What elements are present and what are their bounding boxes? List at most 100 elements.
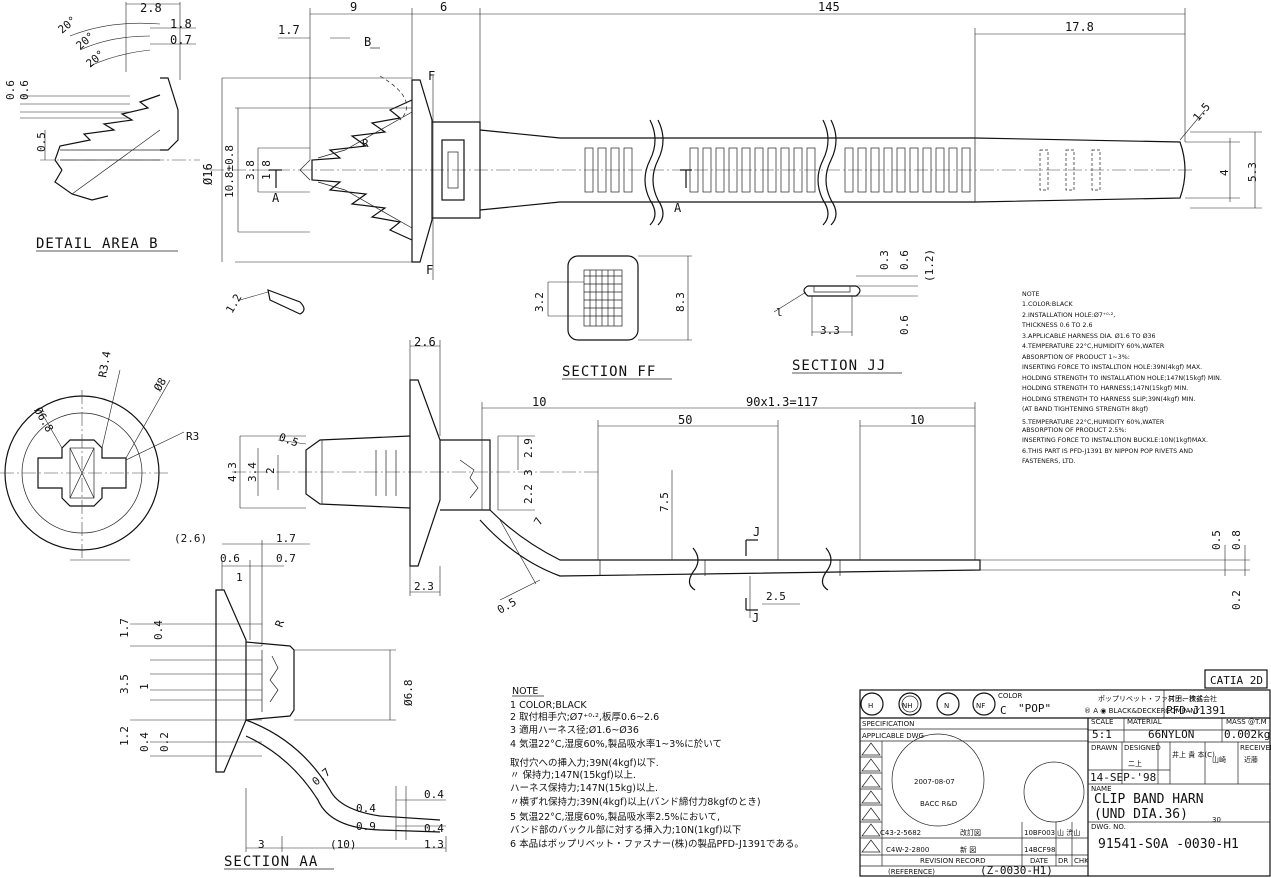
- main-view-top: A A F F B 9 6 145 17.8 1.7 Ø16 10.8±0.8 …: [201, 0, 1262, 280]
- designer: 二上: [1128, 759, 1142, 768]
- part-name-2: (UND DIA.36): [1094, 807, 1188, 822]
- note-en-line-12: ABSORPTION OF PRODUCT 2.5%:: [1022, 427, 1127, 434]
- jj-dim-0-6: 0.6: [898, 250, 911, 270]
- note-english: NOTE 1.COLOR:BLACK 2.INSTALLATION HOLE:Ø…: [1021, 291, 1222, 465]
- jj-dim-0-3: 0.3: [878, 250, 891, 270]
- detail-angle-3: 20°: [84, 48, 108, 71]
- sym-nh: NH: [902, 702, 913, 710]
- note-jp-line-5: 〃 保持力;147N(15kgf)以上.: [510, 769, 636, 781]
- ff-dim-8-3: 8.3: [674, 292, 687, 312]
- dim-145: 145: [818, 0, 840, 14]
- round-dim-r3: R3: [186, 430, 199, 443]
- note-en-line-3: 3.APPLICABLE HARNESS DIA. Ø1.6 TO Ø36: [1022, 332, 1156, 340]
- material-label: MATERIAL: [1127, 718, 1162, 726]
- stamp-sig: BACC R&D: [920, 800, 957, 808]
- section-jj-title: SECTION JJ: [792, 358, 886, 374]
- dim-9: 9: [350, 0, 357, 14]
- aa-dim-1-2: 1.2: [118, 726, 131, 746]
- mass-label: MASS @T.M: [1226, 718, 1267, 726]
- checker: 山崎: [1212, 755, 1226, 764]
- receiver: 近藤: [1244, 755, 1258, 764]
- color-label: COLOR: [998, 692, 1023, 700]
- part-name-1: CLIP BAND HARN: [1094, 792, 1204, 807]
- side-dim-2-9: 2.9: [522, 438, 535, 458]
- chk-label: CHK: [1074, 857, 1089, 865]
- side-dim-0-5b: 0.5: [495, 595, 519, 616]
- note-en-line-1: 2.INSTALLATION HOLE:Ø7⁺⁰·²,: [1022, 311, 1115, 319]
- note-jp-title: NOTE: [512, 686, 538, 697]
- rev2-no: C4W-2-2800: [886, 846, 929, 854]
- note-en-line-13: INSERTING FORCE TO INSTALLTION BUCKLE:10…: [1022, 437, 1208, 444]
- rev1-date: 10BF003: [1024, 829, 1055, 837]
- dim-1-5: 1.5: [1190, 100, 1213, 124]
- side-dim-90x: 90x1.3=117: [746, 395, 818, 409]
- scale-value: 5:1: [1092, 728, 1112, 741]
- note-en-line-6: INSERTING FORCE TO INSTALLTION HOLE:39N(…: [1022, 364, 1202, 371]
- note-jp-line-8: 5 気温22°C,湿度60%,製品吸水率2.5%において,: [510, 811, 720, 823]
- rev2-desc: 新 図: [960, 845, 976, 854]
- detail-angle-2: 20°: [74, 30, 98, 53]
- sym-n: N: [944, 702, 949, 710]
- note-en-line-14: 6.THIS PART IS PFD-J1391 BY NIPPON POP R…: [1022, 448, 1193, 455]
- note-jp-line-7: 〃横ずれ保持力;39N(4kgf)以上(バンド締付力8kgfのとき): [510, 796, 761, 808]
- marker-b: B: [364, 35, 371, 49]
- dim-10-8: 10.8±0.8: [223, 145, 236, 198]
- aa-dim-1b: 1: [138, 683, 151, 690]
- note-en-line-5: ABSORPTION OF PRODUCT 1~3%:: [1022, 354, 1130, 361]
- side-dim-7-5: 7.5: [658, 492, 671, 512]
- aa-dim-0-7b: 0.7: [310, 766, 334, 789]
- drawn-label: DRAWN: [1091, 744, 1118, 752]
- note-en-title: NOTE: [1022, 291, 1040, 298]
- jj-dim-3-3: 3.3: [820, 324, 840, 337]
- aa-dim-0-9: 0.9: [356, 820, 376, 833]
- aa-dim-1: 1: [236, 571, 243, 584]
- aa-dim-r: R: [273, 618, 288, 629]
- note-en-line-0: 1.COLOR:BLACK: [1022, 301, 1073, 308]
- note-en-line-11: 5.TEMPERATURE 22°C,HUMIDITY 60%,WATER: [1022, 418, 1165, 426]
- side-dim-2-6: 2.6: [414, 335, 436, 349]
- scale-label: SCALE: [1091, 718, 1113, 726]
- sym-nf: NF: [976, 702, 985, 710]
- part-ref: PFD-J1391: [1166, 704, 1226, 717]
- aa-dim-0-4d: 0.4: [424, 788, 444, 801]
- note-en-line-4: 4.TEMPERATURE 22°C,HUMIDITY 60%,WATER: [1022, 342, 1165, 350]
- side-dim-10b: 10: [910, 413, 924, 427]
- band-tip-section: 1.2: [223, 289, 305, 316]
- aa-dim-3: 3: [258, 838, 265, 851]
- side-view: J J 2.6 10 90x1.3=117 50 10 0.5 4.3 3.4 …: [226, 335, 1250, 625]
- rev2-date: 14BCF98: [1024, 846, 1055, 854]
- round-dim-dia8: Ø8: [151, 376, 169, 394]
- detail-dim-0-6a: 0.6: [4, 80, 17, 100]
- detail-angle-1: 20°: [56, 14, 80, 37]
- aa-dim-2-6: (2.6): [174, 532, 207, 545]
- dr-label: DR: [1058, 857, 1068, 865]
- dim-5-3: 5.3: [1246, 162, 1259, 182]
- revision-record: REVISION RECORD: [920, 857, 986, 865]
- note-jp-line-3: 4 気温22°C,湿度60%,製品吸水率1~3%に於いて: [510, 738, 722, 750]
- side-dim-2-5: 2.5: [766, 590, 786, 603]
- detail-area-b-title: DETAIL AREA B: [36, 236, 159, 252]
- aa-dim-3-5: 3.5: [118, 674, 131, 694]
- appl-dwg-label: APPLICABLE DWG: [862, 732, 924, 740]
- marker-j1: J: [753, 525, 760, 539]
- side-dim-2: 2: [264, 467, 277, 474]
- note-jp-line-6: ハーネス保持力;147N(15kg)以上.: [510, 782, 658, 794]
- aa-dim-0-6: 0.6: [220, 552, 240, 565]
- dim-1-7: 1.7: [278, 23, 300, 37]
- section-ff: 3.2 8.3 SECTION FF: [533, 255, 692, 380]
- company-en: ® A ◉ BLACK&DECKERCOMPANY: [1084, 707, 1201, 715]
- aa-dim-0-2: 0.2: [158, 732, 171, 752]
- dim-4: 4: [1218, 169, 1231, 176]
- detail-dim-2-8: 2.8: [140, 1, 162, 15]
- rev1-desc: 改訂図: [960, 828, 981, 837]
- note-en-line-10: (AT BAND TIGHTENING STRENGTH 8kgf): [1022, 406, 1148, 413]
- aa-dim-0-4e: 0.4: [424, 822, 444, 835]
- date-value: 14-SEP-'98: [1090, 771, 1156, 784]
- detail-dim-1-8: 1.8: [170, 17, 192, 31]
- company-jp: ポップリベット・ファスナー株式会社: [1098, 694, 1217, 703]
- stamp-date: 2007-08-07: [914, 778, 955, 786]
- dim-r-top: R: [362, 137, 369, 150]
- note-en-line-9: HOLDING STRENGTH TO HARNESS SLIP;39N(4kg…: [1022, 396, 1195, 403]
- note-en-line-15: FASTENERS, LTD.: [1022, 458, 1076, 465]
